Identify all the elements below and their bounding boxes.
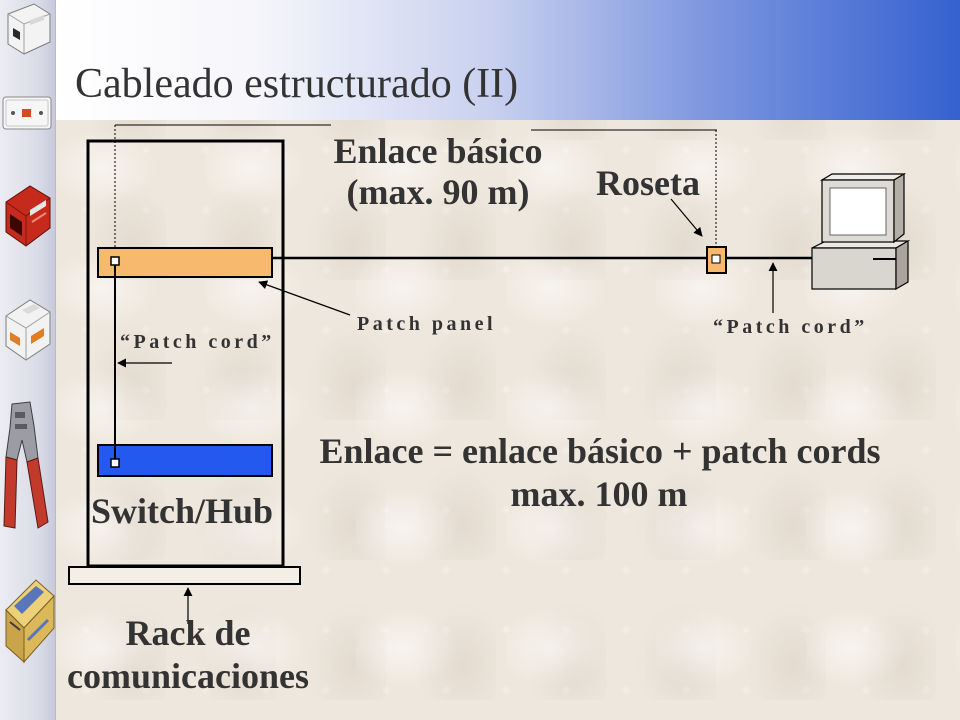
switch-hub [97,444,273,477]
rack-base [68,566,301,585]
wall-box-icon [7,3,51,55]
rj45-jack-icon [5,185,51,247]
rack-patch-cord-label: “Patch cord” [120,331,275,353]
crimping-tool-icon [3,401,49,529]
patch-panel-pointer-arrow [258,280,351,316]
basic-link-max-length: (max. 90 m) [347,172,530,212]
patch-panel [97,247,273,278]
dual-outlet-icon [5,299,51,361]
slide-title: Cableado estructurado (II) [75,61,518,107]
switch-hub-label: Switch/Hub [91,491,273,531]
desk-patch-cord-label: “Patch cord” [713,316,868,338]
faceplate-icon [2,96,52,130]
computer-icon [811,172,911,291]
patch-panel-port [110,256,120,266]
basic-link-label: Enlace básico [333,131,542,171]
wall-outlet-port [711,254,721,264]
outlet-pointer-arrow [670,198,703,237]
punch-down-tool-icon [5,579,55,664]
title-band [56,0,960,120]
rack-label-line2: comunicaciones [67,656,309,696]
slide-background [56,0,960,720]
switch-hub-port [110,458,120,468]
total-link-max-length: max. 100 m [511,474,688,514]
outlet-label: Roseta [596,163,700,203]
total-link-label: Enlace = enlace básico + patch cords [320,431,881,471]
patch-panel-label: Patch panel [357,313,496,335]
rack-label-line1: Rack de [126,613,251,653]
